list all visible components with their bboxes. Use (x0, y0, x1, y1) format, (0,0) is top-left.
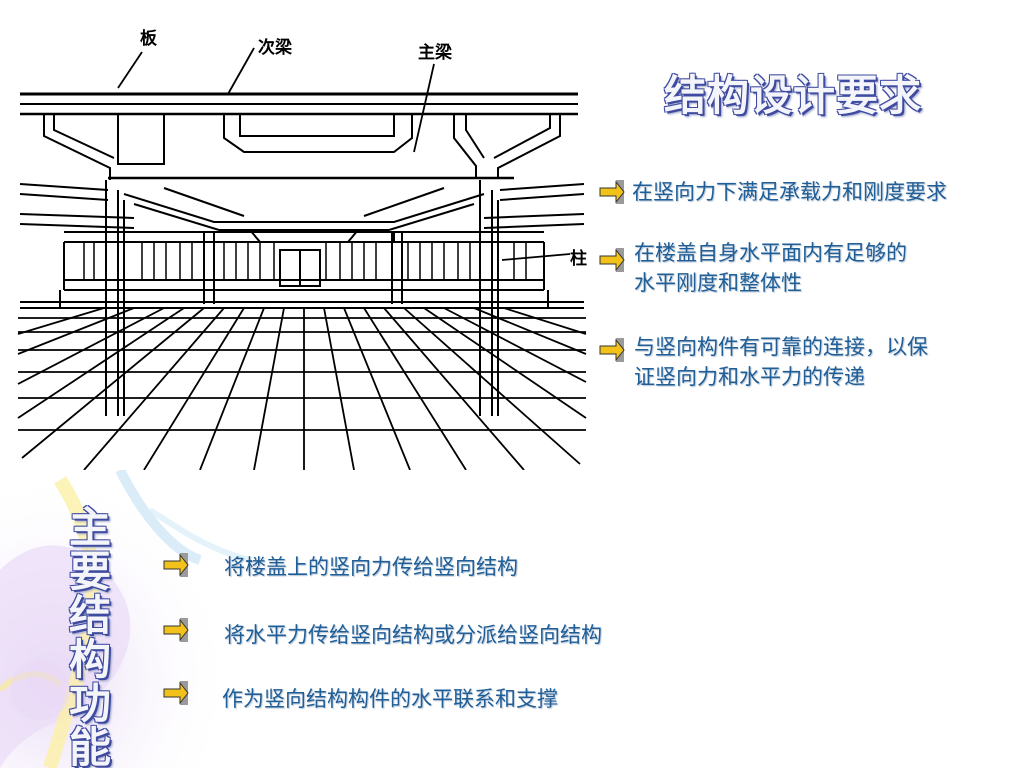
functions-title-char: 构 (68, 635, 111, 684)
requirement-text-line1: 与竖向构件有可靠的连接，以保 (634, 335, 928, 359)
label-main-beam: 主梁 (418, 43, 452, 63)
requirement-item: 在楼盖自身水平面内有足够的 水平刚度和整体性 (634, 238, 907, 298)
arrow-bullet-icon (599, 248, 625, 272)
function-item: 作为竖向结构构件的水平联系和支撑 (222, 687, 558, 711)
arrow-bullet-icon (599, 338, 625, 362)
requirement-text-line2: 水平刚度和整体性 (634, 271, 802, 295)
arrow-bullet-icon (163, 681, 189, 705)
requirement-item: 在竖向力下满足承载力和刚度要求 (632, 177, 947, 207)
functions-title-char: 要 (68, 547, 111, 596)
arrow-bullet-icon (599, 180, 625, 204)
label-slab: 板 (140, 29, 157, 49)
functions-title-char: 功 (68, 679, 111, 728)
functions-title-char: 结 (68, 591, 111, 640)
requirement-text: 在竖向力下满足承载力和刚度要求 (632, 180, 947, 204)
functions-title-char: 能 (68, 723, 111, 768)
functions-title: 主 要 结 构 功 能 (62, 506, 118, 768)
requirement-text-line1: 在楼盖自身水平面内有足够的 (634, 241, 907, 265)
requirement-item: 与竖向构件有可靠的连接，以保 证竖向力和水平力的传递 (634, 332, 928, 392)
floor-structure-diagram (17, 47, 587, 470)
label-secondary-beam: 次梁 (258, 38, 292, 58)
label-column: 柱 (570, 249, 587, 269)
functions-title-char: 主 (68, 503, 111, 552)
arrow-bullet-icon (163, 618, 189, 642)
requirement-text-line2: 证竖向力和水平力的传递 (634, 365, 865, 389)
function-item: 将水平力传给竖向结构或分派给竖向结构 (224, 623, 602, 647)
decorative-swirl (0, 470, 260, 768)
requirements-title: 结构设计要求 (664, 71, 923, 120)
arrow-bullet-icon (163, 553, 189, 577)
function-item: 将楼盖上的竖向力传给竖向结构 (224, 555, 518, 579)
